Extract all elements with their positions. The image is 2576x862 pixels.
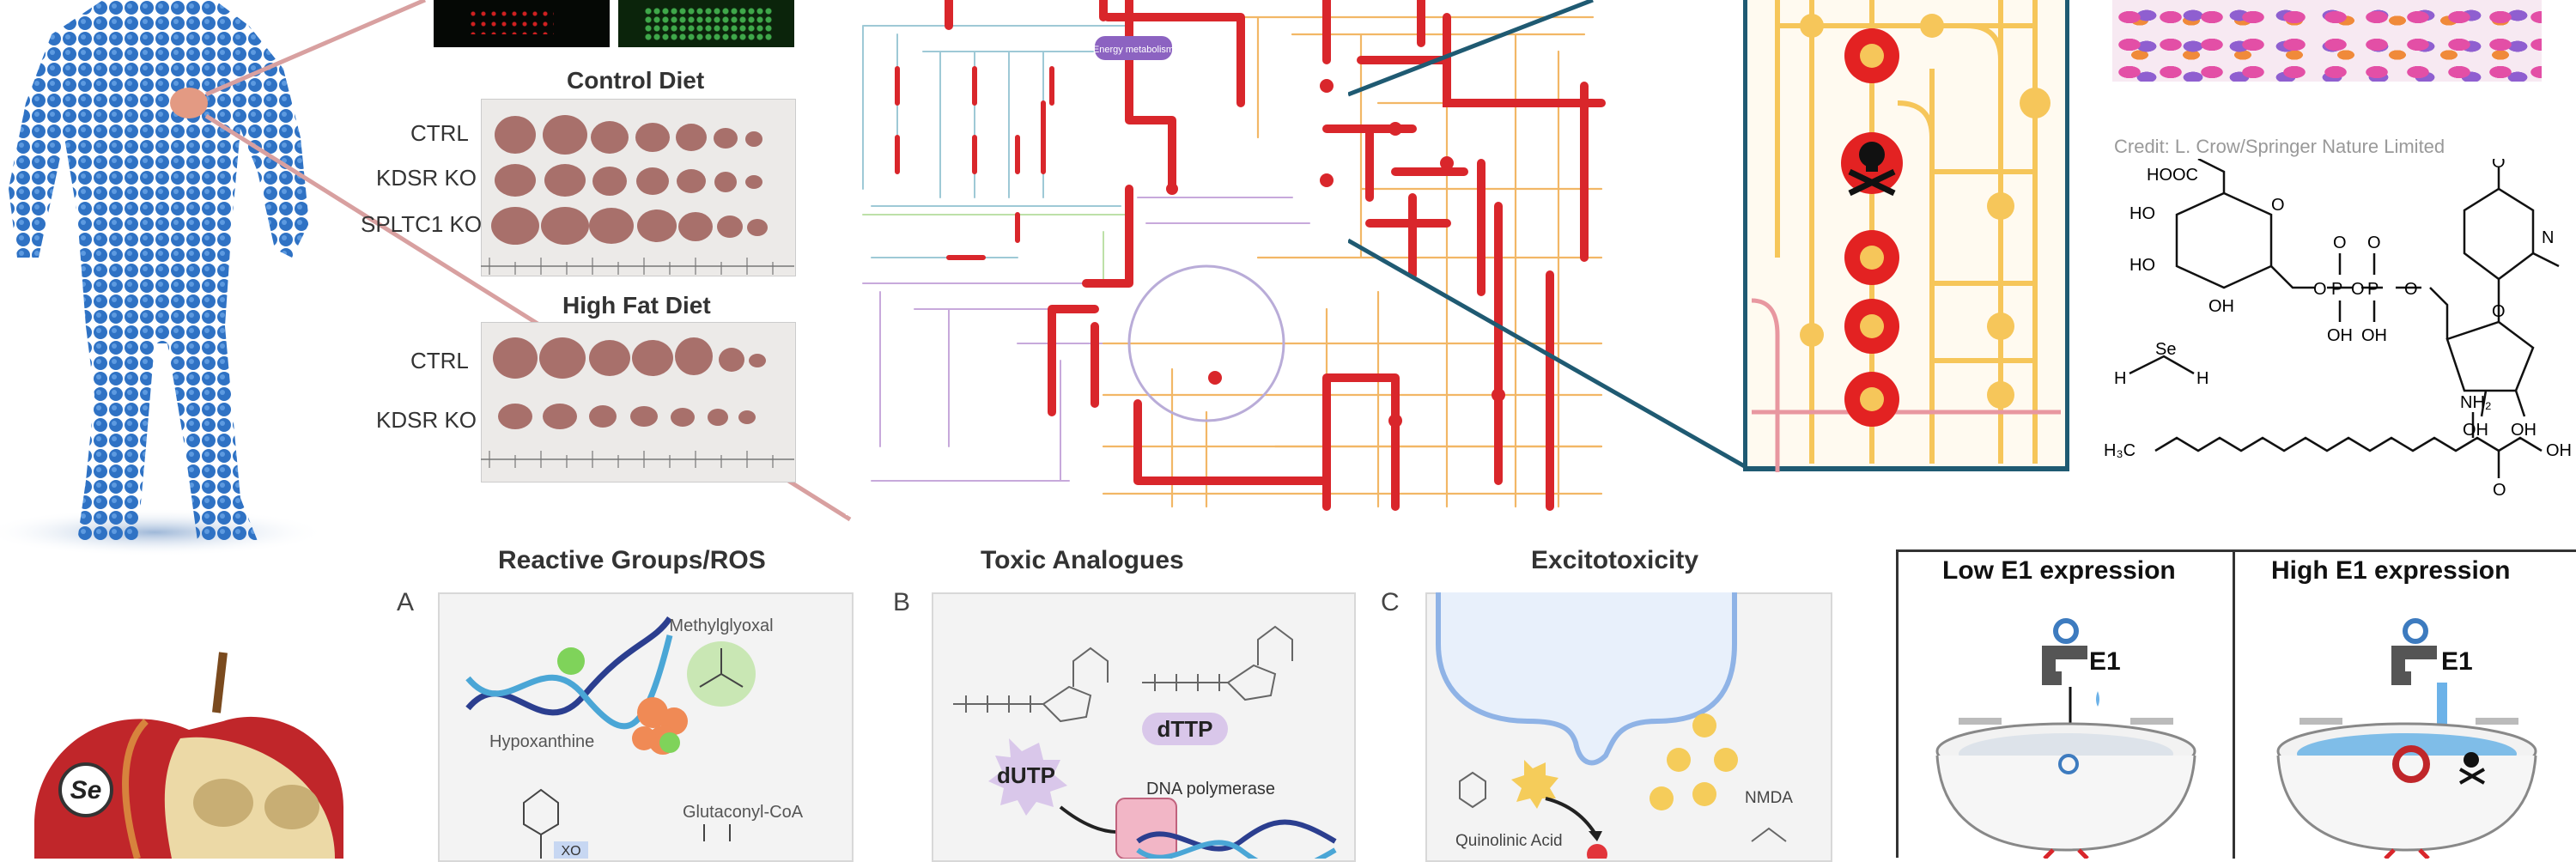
- row-label-hfd-kdsr: KDSR KO: [376, 407, 477, 433]
- panel-b-title: Toxic Analogues: [981, 546, 1184, 574]
- quinolinic-label: Quinolinic Acid: [1455, 832, 1563, 850]
- high-e1-title: High E1 expression: [2271, 556, 2511, 585]
- panel-c-title: Excitotoxicity: [1531, 546, 1699, 574]
- nmda-label: NMDA: [1745, 789, 1793, 807]
- panel-b-drawing: dTTP dUTP DNA polymerase: [953, 625, 1337, 859]
- label-p2: P: [2367, 280, 2379, 299]
- glutaconyl-label: Glutaconyl-CoA: [683, 803, 804, 822]
- label-o-link2: O: [2351, 280, 2365, 299]
- chemical-structures: HOOC HO HO OH O O P O P O O O OH OH O N …: [2104, 159, 2572, 500]
- sink-panels-box: [1896, 549, 2576, 858]
- label-h2se-se: Se: [2155, 340, 2176, 359]
- dttp-label: dTTP: [1157, 716, 1213, 742]
- label-o-top1: O: [2333, 234, 2347, 252]
- label-o-link1: O: [2313, 280, 2327, 299]
- label-chain-oh: OH: [2546, 441, 2572, 460]
- panel-a-letter: A: [397, 588, 415, 616]
- label-chain-nh2: NH₂: [2460, 393, 2492, 412]
- dutp-burst-icon: [988, 738, 1067, 816]
- label-oh1: OH: [2208, 297, 2234, 316]
- e1-low-label: E1: [2089, 647, 2121, 676]
- microscopy-strip: [434, 0, 794, 47]
- label-o-ring: O: [2271, 196, 2285, 215]
- label-oh-p1: OH: [2327, 326, 2353, 345]
- label-p1: P: [2331, 280, 2342, 299]
- skull-crossbones-icon: [1841, 132, 1903, 197]
- label-n-uracil: N: [2542, 228, 2554, 247]
- row-label-ctrl: CTRL: [410, 120, 469, 146]
- protein-crystal-image: [2112, 0, 2542, 82]
- panel-c-letter: C: [1381, 588, 1400, 616]
- low-e1-title: Low E1 expression: [1942, 556, 2176, 585]
- polymerase-label: DNA polymerase: [1146, 780, 1275, 798]
- label-chain-h3c: H₃C: [2104, 441, 2136, 460]
- label-o-uracil: O: [2492, 159, 2506, 172]
- metabolic-pathway-map: Energy metabolism: [846, 0, 1606, 515]
- label-oh-sugar2: OH: [2511, 421, 2537, 440]
- row-label-spltc1: SPLTC1 KO: [361, 211, 483, 237]
- panel-b-letter: B: [893, 588, 911, 616]
- label-oh-sugar1: OH: [2463, 421, 2488, 440]
- control-diet-title: Control Diet: [567, 67, 705, 94]
- label-o-top2: O: [2367, 234, 2381, 252]
- zoom-lines: [1348, 0, 1743, 469]
- apple-se-label: Se: [70, 776, 102, 804]
- label-hooc: HOOC: [2147, 166, 2198, 185]
- label-h2se-h2: H: [2196, 369, 2208, 388]
- high-fat-diet-title: High Fat Diet: [562, 292, 711, 319]
- liver-spot: [170, 88, 208, 118]
- label-chain-o: O: [2493, 481, 2506, 500]
- methylglyoxal-label: Methylglyoxal: [669, 616, 773, 635]
- dutp-label: dUTP: [997, 762, 1055, 788]
- zoomed-pathway-box: [1743, 0, 2069, 472]
- tissue-samples: [481, 115, 794, 468]
- label-o-sugar: O: [2492, 302, 2506, 321]
- map-highlight-label: Energy metabolism: [1093, 45, 1174, 55]
- label-h2se-h1: H: [2114, 369, 2126, 388]
- panel-c-drawing: Quinolinic Acid NMDA: [1436, 592, 1793, 859]
- row-label-kdsr: KDSR KO: [376, 165, 477, 191]
- xo-label: XO: [561, 844, 580, 859]
- skull-crossbones-small-icon: [2459, 752, 2485, 785]
- quinolinic-burst-icon: [1511, 760, 1558, 809]
- sink-divider: [2233, 549, 2235, 859]
- panel-a-drawing: XO Methylglyoxal Hypoxanthine Glutaconyl…: [465, 616, 804, 859]
- e1-high-label: E1: [2441, 647, 2473, 676]
- label-ho2: HO: [2129, 256, 2155, 275]
- label-o-link3: O: [2404, 280, 2418, 299]
- apple-skull-illustration: Se: [34, 652, 343, 859]
- label-oh-p2: OH: [2361, 326, 2387, 345]
- label-ho1: HO: [2129, 204, 2155, 223]
- high-e1-sink-illustration: E1: [2276, 618, 2537, 859]
- low-e1-sink-illustration: E1: [1935, 618, 2196, 859]
- panel-a-title: Reactive Groups/ROS: [498, 546, 766, 574]
- hypoxanthine-label: Hypoxanthine: [489, 732, 594, 751]
- image-credit: Credit: L. Crow/Springer Nature Limited: [2114, 136, 2445, 157]
- row-label-hfd-ctrl: CTRL: [410, 348, 469, 373]
